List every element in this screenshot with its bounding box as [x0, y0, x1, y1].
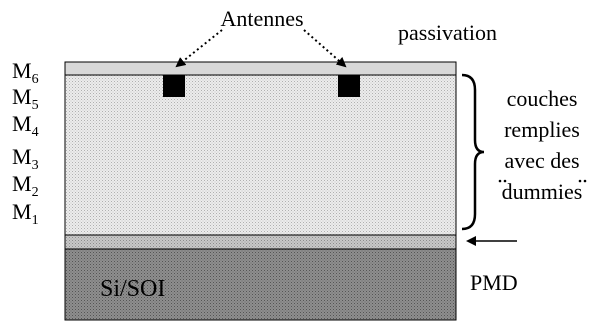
antenna-arrow-left [175, 29, 223, 68]
filled-layers-line-4: dummies [502, 179, 583, 204]
filled-layers-line-1: couches [507, 86, 578, 111]
metal-stack-layer [64, 74, 457, 236]
metal-label-4: M4 [12, 111, 39, 140]
passivation-layer [64, 61, 457, 76]
filled-layers-line-3: avec des [504, 148, 579, 173]
antenna-arrow-right [303, 29, 347, 68]
metal-label-5: M5 [12, 84, 39, 113]
filled-layers-brace [461, 73, 485, 231]
passivation-label: passivation [398, 20, 497, 45]
antenna-right [338, 75, 360, 97]
quote-marks [498, 179, 587, 183]
metal-label-6: M6 [12, 58, 39, 87]
metal-label-1: M1 [12, 199, 39, 228]
pmd-layer [64, 234, 457, 250]
pmd-label: PMD [470, 270, 518, 295]
antenna-left [163, 75, 185, 97]
metal-label-2: M2 [12, 171, 39, 200]
substrate-label: Si/SOI [100, 276, 165, 302]
substrate-layer [64, 248, 457, 321]
metal-layer-labels: M6 M5 M4 M3 M2 M1 [12, 58, 39, 228]
antennas-label: Antennes [220, 6, 303, 31]
filled-layers-line-2: remplies [504, 117, 580, 142]
filled-layers-text: couches remplies avec des dummies [498, 86, 587, 204]
metal-label-3: M3 [12, 144, 39, 173]
